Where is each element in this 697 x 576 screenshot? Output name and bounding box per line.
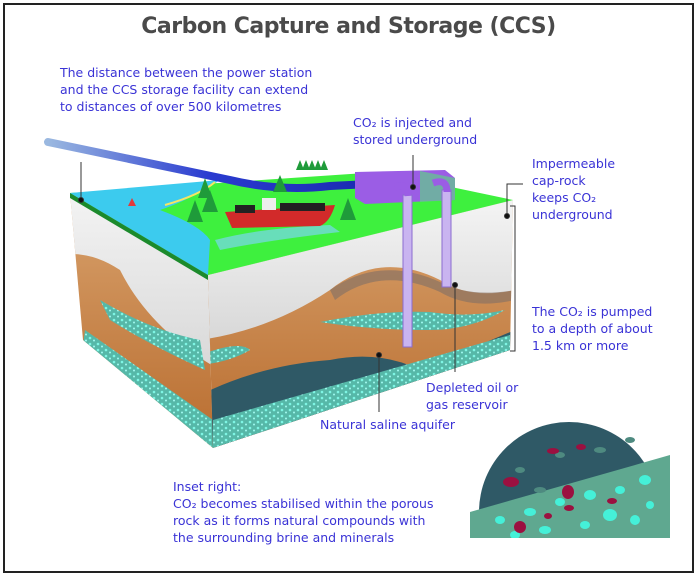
label-line: The CO₂ is pumped <box>532 304 653 319</box>
label-line: and the CCS storage facility can extend <box>60 82 309 97</box>
label-line: underground <box>532 207 613 222</box>
label-line: Depleted oil or <box>426 380 519 395</box>
label-line: Inset right: <box>173 479 242 494</box>
page-title: Carbon Capture and Storage (CCS) <box>141 14 556 39</box>
label-line: stored underground <box>353 132 478 147</box>
inset-pore-closeup <box>470 422 670 538</box>
label-line: gas reservoir <box>426 397 508 412</box>
label-line: 1.5 km or more <box>532 338 629 353</box>
label-line: keeps CO₂ <box>532 190 597 205</box>
label-line: to distances of over 500 kilometres <box>60 99 282 114</box>
label-inset: Inset right: CO₂ becomes stabilised with… <box>173 478 434 546</box>
label-line: The distance between the power station <box>60 65 313 80</box>
label-injected: CO₂ is injected and stored underground <box>353 114 477 148</box>
label-caprock: Impermeable cap-rock keeps CO₂ undergrou… <box>532 155 615 223</box>
label-line: CO₂ becomes stabilised within the porous <box>173 496 434 511</box>
label-line: to a depth of about <box>532 321 653 336</box>
label-line: CO₂ is injected and <box>353 115 472 130</box>
trees <box>187 160 356 222</box>
injection-wells <box>393 178 452 348</box>
label-pumped: The CO₂ is pumped to a depth of about 1.… <box>532 303 653 354</box>
label-distance: The distance between the power station a… <box>60 64 312 115</box>
label-line: cap-rock <box>532 173 586 188</box>
ship <box>225 198 335 228</box>
label-depleted-reservoir: Depleted oil or gas reservoir <box>426 379 518 413</box>
label-line: Impermeable <box>532 156 616 171</box>
label-saline-aquifer: Natural saline aquifer <box>320 417 456 432</box>
label-line: rock as it forms natural compounds with <box>173 513 426 528</box>
label-line: the surrounding brine and minerals <box>173 530 395 545</box>
buoy-icon <box>128 198 136 206</box>
leader-lines <box>78 155 523 412</box>
